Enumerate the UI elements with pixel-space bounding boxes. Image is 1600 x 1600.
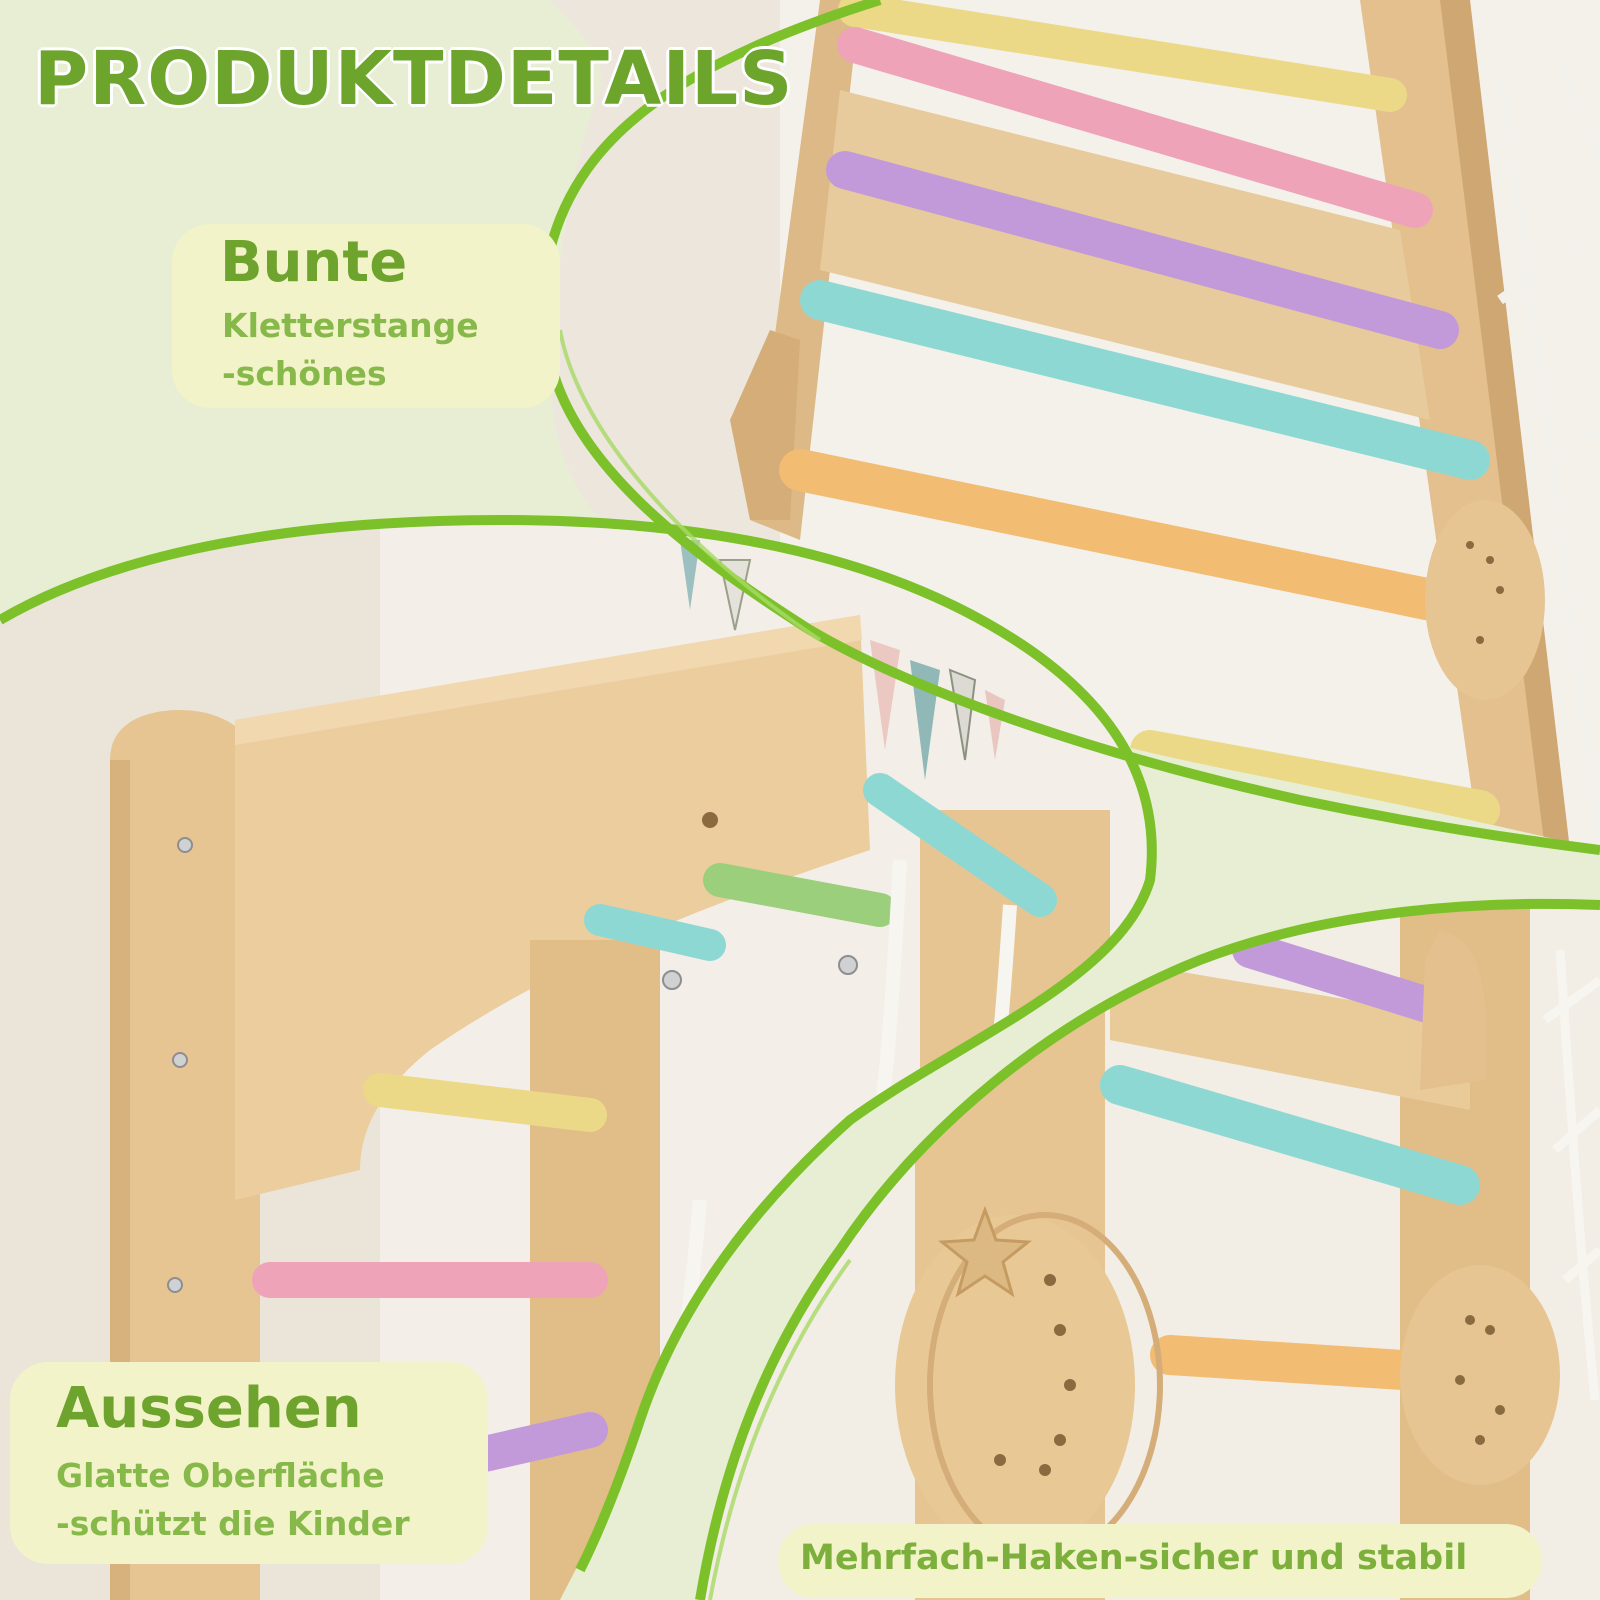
callout-bubble-colorful-bars [172, 224, 560, 408]
callout-2-title: Aussehen [56, 1376, 362, 1441]
callout-1-title: Bunte [220, 230, 408, 295]
headline: PRODUKTDETAILS [32, 35, 794, 124]
caption-bubble-hooks [778, 1524, 1542, 1598]
callout-1-line-1: Kletterstange [222, 306, 479, 345]
caption-hooks: Mehrfach-Haken-sicher und stabil [800, 1538, 1468, 1578]
callout-1-line-2: -schönes [222, 354, 387, 393]
callout-2-line-1: Glatte Oberfläche [56, 1456, 385, 1495]
callout-bubble-smooth-surface [10, 1362, 488, 1564]
ladder-photo-panel [549, 0, 1600, 850]
callout-2-line-2: -schützt die Kinder [56, 1504, 410, 1543]
colored-climbing-bars [779, 0, 1501, 830]
arch-colored-bars [252, 773, 1057, 1473]
